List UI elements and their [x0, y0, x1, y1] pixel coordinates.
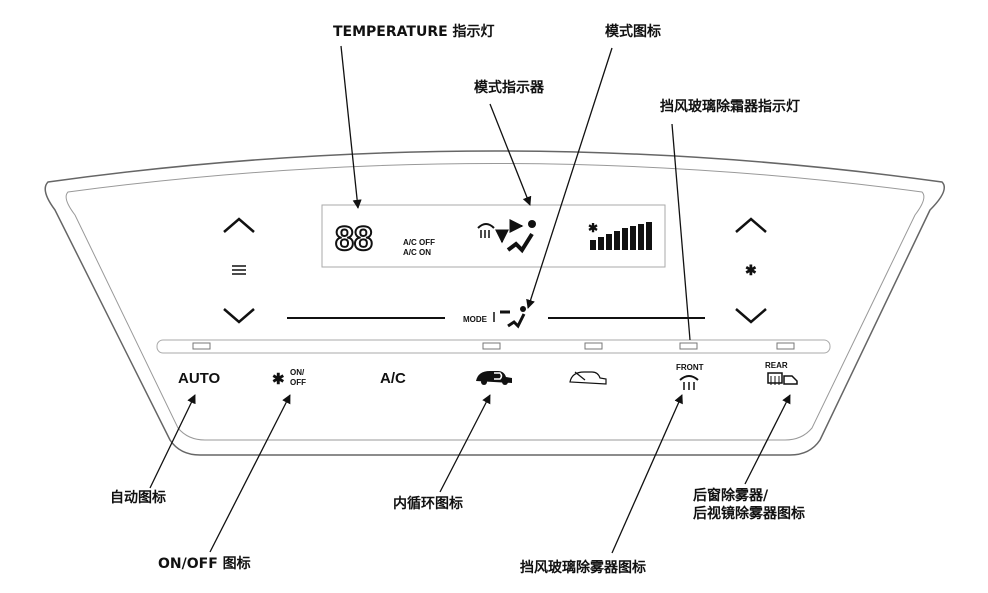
auto-button[interactable]: AUTO: [178, 370, 221, 387]
temp-menu-icon: [232, 265, 246, 275]
fan-icon: ✱: [272, 371, 285, 388]
lcd-display: [321, 204, 666, 268]
svg-text:FRONT: FRONT: [676, 363, 704, 372]
panel-inner: [65, 163, 925, 441]
temp-up-button[interactable]: [223, 217, 255, 233]
svg-text:REAR: REAR: [765, 361, 788, 370]
ac-off-text: A/C OFF: [403, 238, 435, 247]
mode-indicator-icon: [477, 219, 536, 254]
temp-down-button[interactable]: [223, 308, 255, 324]
rear-defrost-button[interactable]: REAR: [765, 361, 798, 385]
fan-icon: ✱: [588, 221, 598, 235]
recirc-led: [482, 342, 501, 350]
callout-rear-defog-line2: 后视镜除雾器图标: [693, 505, 805, 522]
callout-mode-icon: 模式图标: [605, 23, 661, 40]
fan-down-button[interactable]: [735, 308, 767, 324]
callout-temperature-indicator: TEMPERATURE 指示灯: [333, 23, 495, 40]
svg-text:OFF: OFF: [290, 378, 306, 387]
auto-led: [192, 342, 211, 350]
front-defrost-button[interactable]: FRONT: [676, 363, 704, 390]
fan-speed-bars: ✱: [588, 221, 652, 250]
indicator-strip: [156, 339, 831, 354]
svg-text:ON/: ON/: [290, 368, 305, 377]
callout-auto-icon: 自动图标: [110, 489, 166, 506]
panel-outer: [44, 150, 945, 456]
fan-up-button[interactable]: [735, 217, 767, 233]
rear-defrost-led: [776, 342, 795, 350]
svg-text:MODE: MODE: [463, 315, 488, 324]
ac-on-text: A/C ON: [403, 248, 431, 257]
mode-button[interactable]: MODE: [463, 306, 526, 329]
recirculation-button[interactable]: [476, 371, 512, 385]
fresh-air-button[interactable]: [569, 371, 607, 385]
ac-button[interactable]: A/C: [380, 370, 406, 387]
callout-onoff-icon: ON/OFF 图标: [158, 555, 251, 572]
fan-icon: ✱: [745, 262, 757, 278]
temperature-digits: 88: [335, 220, 373, 258]
fan-onoff-button[interactable]: ✱ ON/ OFF: [272, 368, 306, 388]
callout-windshield-defog-icon: 挡风玻璃除雾器图标: [520, 559, 646, 576]
callout-mode-indicator: 模式指示器: [474, 79, 545, 96]
callout-windshield-defrost-indicator: 挡风玻璃除霜器指示灯: [660, 98, 800, 115]
callout-recirc-icon: 内循环图标: [393, 495, 463, 512]
fresh-led: [584, 342, 603, 350]
front-defrost-led: [679, 342, 698, 350]
callout-rear-defog-line1: 后窗除雾器/: [693, 487, 769, 504]
